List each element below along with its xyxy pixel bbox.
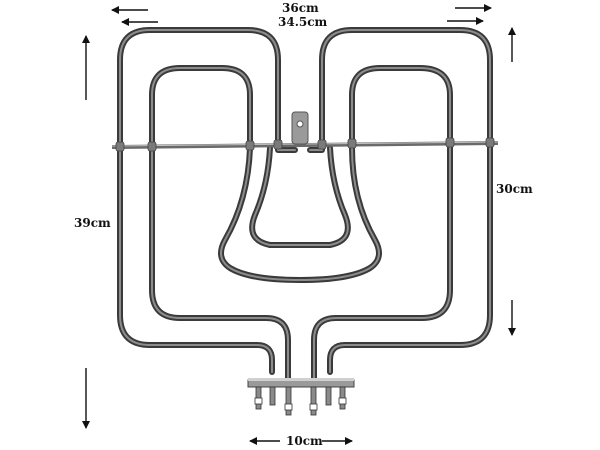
mounting-tab	[291, 111, 309, 145]
center-heating-loop	[249, 145, 351, 248]
label-right-height: 30cm	[496, 182, 533, 196]
label-left-height: 39cm	[74, 216, 111, 230]
label-top-inner: 34.5cm	[278, 15, 328, 29]
dimension-arrows	[82, 4, 516, 445]
label-bottom-terminals: 10cm	[286, 434, 323, 448]
terminal-block	[247, 378, 355, 416]
outer-heating-coil	[117, 27, 493, 375]
label-top-outer: 36cm	[282, 1, 319, 15]
support-bar	[111, 111, 499, 152]
inner-heating-coil	[149, 65, 453, 385]
